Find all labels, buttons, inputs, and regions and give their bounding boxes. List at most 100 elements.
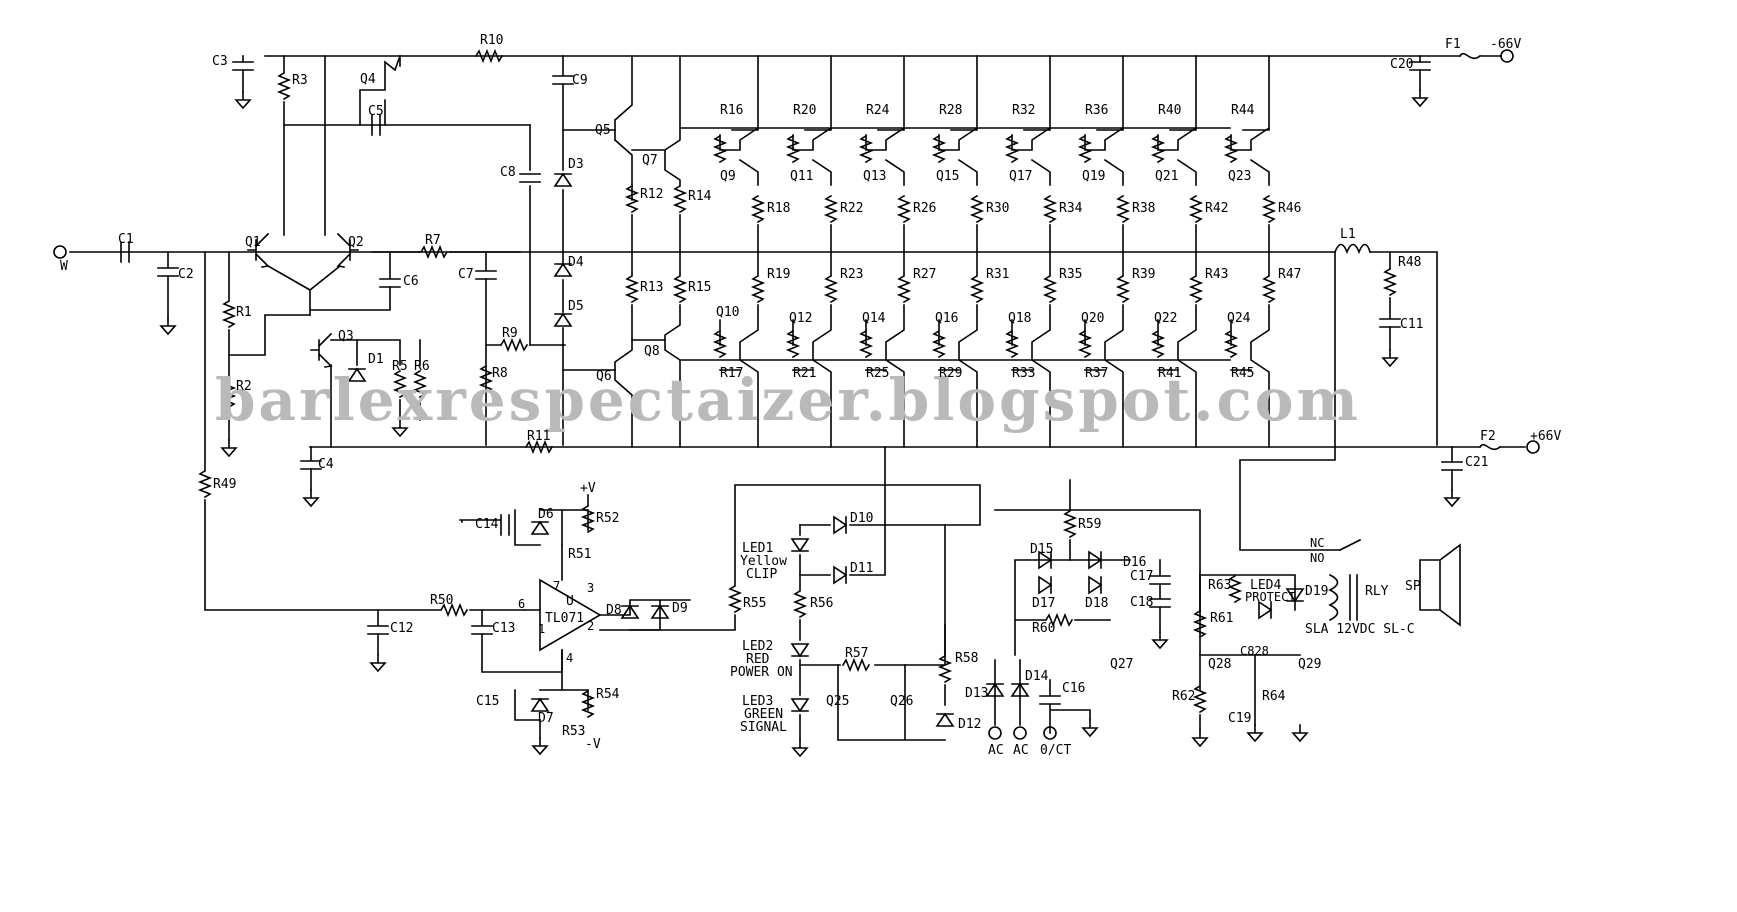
- c15-label: C15: [476, 694, 499, 709]
- ac1-label: AC: [988, 743, 1004, 758]
- q24-label: Q24: [1227, 311, 1251, 326]
- d9-label: D9: [672, 601, 688, 616]
- d8-label: D8: [606, 603, 622, 618]
- r1-label: R1: [236, 305, 252, 320]
- q1-label: Q1: [245, 235, 261, 250]
- opamp-u-label: U: [566, 594, 574, 609]
- r50-label: R50: [430, 593, 453, 608]
- led2-color: RED: [746, 652, 770, 667]
- d7-label: D7: [538, 711, 554, 726]
- q12-label: Q12: [789, 311, 812, 326]
- r60-label: R60: [1032, 621, 1055, 636]
- c20-label: C20: [1390, 57, 1413, 72]
- r56-label: R56: [810, 596, 833, 611]
- r3-label: R3: [292, 73, 308, 88]
- q20-label: Q20: [1081, 311, 1104, 326]
- d19-label: D19: [1305, 584, 1328, 599]
- r35-label: R35: [1059, 267, 1082, 282]
- q8-label: Q8: [644, 344, 660, 359]
- q26-label: Q26: [890, 694, 913, 709]
- q11-label: Q11: [790, 169, 813, 184]
- r53-label: R53: [562, 724, 585, 739]
- c16-label: C16: [1062, 681, 1085, 696]
- led3-color: GREEN: [744, 707, 783, 722]
- r23-label: R23: [840, 267, 863, 282]
- led4-label: LED4: [1250, 578, 1281, 593]
- r19-label: R19: [767, 267, 790, 282]
- q22-label: Q22: [1154, 311, 1177, 326]
- c13-label: C13: [492, 621, 515, 636]
- q3-label: Q3: [338, 329, 354, 344]
- r57-label: R57: [845, 646, 868, 661]
- c828-label: C828: [1240, 644, 1269, 658]
- r6-label: R6: [414, 359, 430, 374]
- r18-label: R18: [767, 201, 790, 216]
- q27-label: Q27: [1110, 657, 1133, 672]
- c5-label: C5: [368, 104, 384, 119]
- r59-label: R59: [1078, 517, 1101, 532]
- d14-label: D14: [1025, 669, 1049, 684]
- r8-label: R8: [492, 366, 508, 381]
- negative-rail: [264, 49, 1514, 63]
- vneg-label: -V: [585, 737, 601, 752]
- protection-circuit: [986, 479, 1461, 747]
- sp-label: SP: [1405, 579, 1421, 594]
- c14-label: C14: [475, 517, 499, 532]
- output-stage: [679, 55, 1275, 448]
- vpos-label: +V: [580, 481, 596, 496]
- r51-label: R51: [568, 547, 591, 562]
- q15-label: Q15: [936, 169, 959, 184]
- r5-label: R5: [392, 359, 408, 374]
- pin4-label: 4: [566, 651, 573, 665]
- r44-label: R44: [1231, 103, 1255, 118]
- output-node-line: [53, 245, 1438, 446]
- d13-label: D13: [965, 686, 988, 701]
- led1-color: Yellow: [740, 554, 787, 569]
- r24-label: R24: [866, 103, 890, 118]
- r17-label: R17: [720, 366, 743, 381]
- q14-label: Q14: [862, 311, 886, 326]
- ac2-label: AC: [1013, 743, 1029, 758]
- r28-label: R28: [939, 103, 962, 118]
- pin7-label: 7: [553, 579, 560, 593]
- r62-label: R62: [1172, 689, 1195, 704]
- output-network: [1239, 55, 1463, 551]
- r22-label: R22: [840, 201, 863, 216]
- r61-label: R61: [1210, 611, 1233, 626]
- driver-stage: [228, 50, 686, 507]
- pin3-label: 3: [587, 581, 594, 595]
- c6-label: C6: [403, 274, 419, 289]
- input-terminal-label: W: [60, 259, 68, 274]
- r7-label: R7: [425, 233, 441, 248]
- q9-label: Q9: [720, 169, 736, 184]
- led2-func: POWER ON: [730, 665, 793, 680]
- r46-label: R46: [1278, 201, 1301, 216]
- watermark: barlexrespectaizer.blogspot.com: [215, 366, 1361, 434]
- pin2-label: 2: [587, 619, 594, 633]
- led2-label: LED2: [742, 639, 773, 654]
- d18-label: D18: [1085, 596, 1108, 611]
- q5-label: Q5: [595, 123, 611, 138]
- q7-label: Q7: [642, 153, 658, 168]
- r31-label: R31: [986, 267, 1009, 282]
- q19-label: Q19: [1082, 169, 1105, 184]
- led1-label: LED1: [742, 541, 773, 556]
- relay-desc: SLA 12VDC SL-C: [1305, 622, 1415, 637]
- c12-label: C12: [390, 621, 413, 636]
- r16-label: R16: [720, 103, 743, 118]
- r38-label: R38: [1132, 201, 1155, 216]
- r11-label: R11: [527, 429, 550, 444]
- r48-label: R48: [1398, 255, 1421, 270]
- r45-label: R45: [1231, 366, 1254, 381]
- c8-label: C8: [500, 165, 516, 180]
- pin1-label: 1: [538, 622, 545, 636]
- d11-label: D11: [850, 561, 873, 576]
- no-label: NO: [1310, 551, 1324, 565]
- r15-label: R15: [688, 280, 711, 295]
- c9-label: C9: [572, 73, 588, 88]
- r21-label: R21: [793, 366, 816, 381]
- q25-label: Q25: [826, 694, 849, 709]
- fuse-f1-label: F1: [1445, 37, 1461, 52]
- r12-label: R12: [640, 187, 663, 202]
- r40-label: R40: [1158, 103, 1181, 118]
